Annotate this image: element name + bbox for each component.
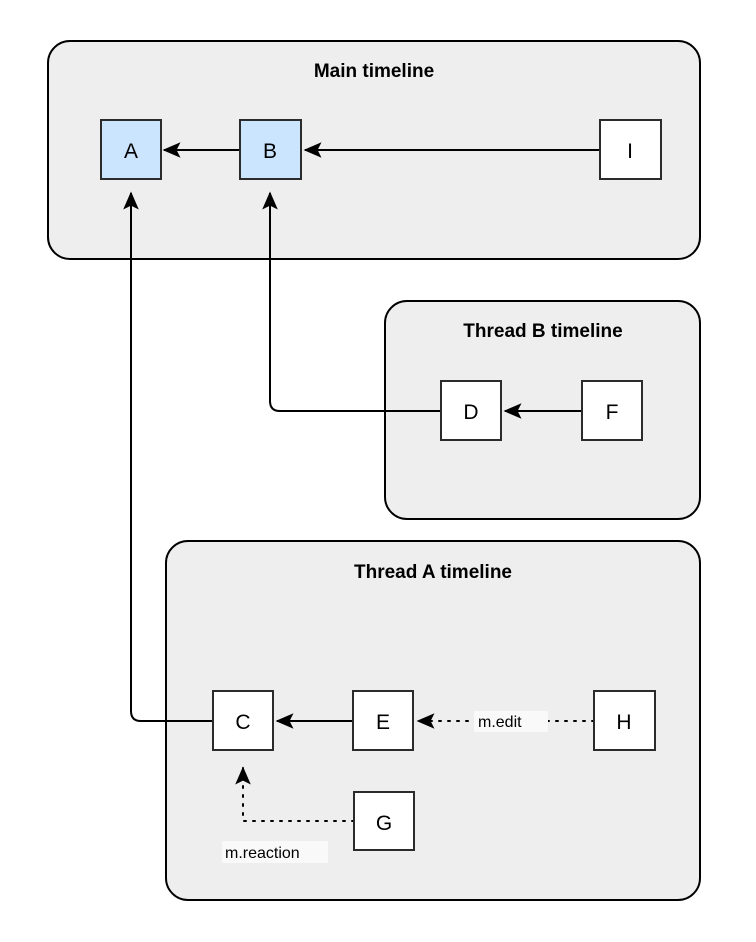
node-I[interactable]: I [599, 119, 662, 180]
node-D-label: D [463, 401, 478, 424]
edge-label-m-reaction-bg [222, 841, 328, 863]
node-E-label: E [376, 711, 390, 734]
node-H-box[interactable] [593, 690, 656, 751]
group-main-title: Main timeline [314, 61, 434, 82]
edge-label-m-reaction-text: m.reaction [225, 845, 300, 862]
node-H-label: H [616, 711, 631, 734]
edge-label-m-edit-text: m.edit [478, 714, 522, 731]
node-D-box[interactable] [440, 380, 502, 441]
edge-c-to-a [123, 191, 213, 722]
edge-label-m-reaction: m.reaction [222, 841, 328, 863]
node-F-box[interactable] [581, 380, 643, 441]
node-A-box[interactable] [100, 119, 162, 180]
node-E-box[interactable] [352, 690, 414, 751]
node-G-label: G [376, 812, 392, 835]
edge-g-to-c [235, 766, 355, 822]
node-B[interactable]: B [239, 119, 302, 180]
node-A-label: A [124, 140, 138, 163]
node-B-box[interactable] [239, 119, 302, 180]
edge-d-to-b [262, 191, 441, 412]
node-F[interactable]: F [581, 380, 643, 441]
node-H[interactable]: H [593, 690, 656, 751]
node-C-box[interactable] [212, 690, 274, 751]
edge-label-m-edit: m.edit [474, 711, 548, 732]
node-A[interactable]: A [100, 119, 162, 180]
node-G[interactable]: G [353, 791, 415, 851]
group-thread-b-title: Thread B timeline [463, 321, 622, 342]
node-C[interactable]: C [212, 690, 274, 751]
node-I-label: I [627, 140, 633, 163]
node-G-box[interactable] [353, 791, 415, 851]
node-B-label: B [263, 140, 277, 163]
group-thread-a-title: Thread A timeline [354, 562, 512, 583]
node-C-label: C [235, 711, 250, 734]
node-I-box[interactable] [599, 119, 662, 180]
node-D[interactable]: D [440, 380, 502, 441]
edge-label-m-edit-bg [474, 711, 548, 732]
node-F-label: F [606, 401, 619, 424]
node-E[interactable]: E [352, 690, 414, 751]
